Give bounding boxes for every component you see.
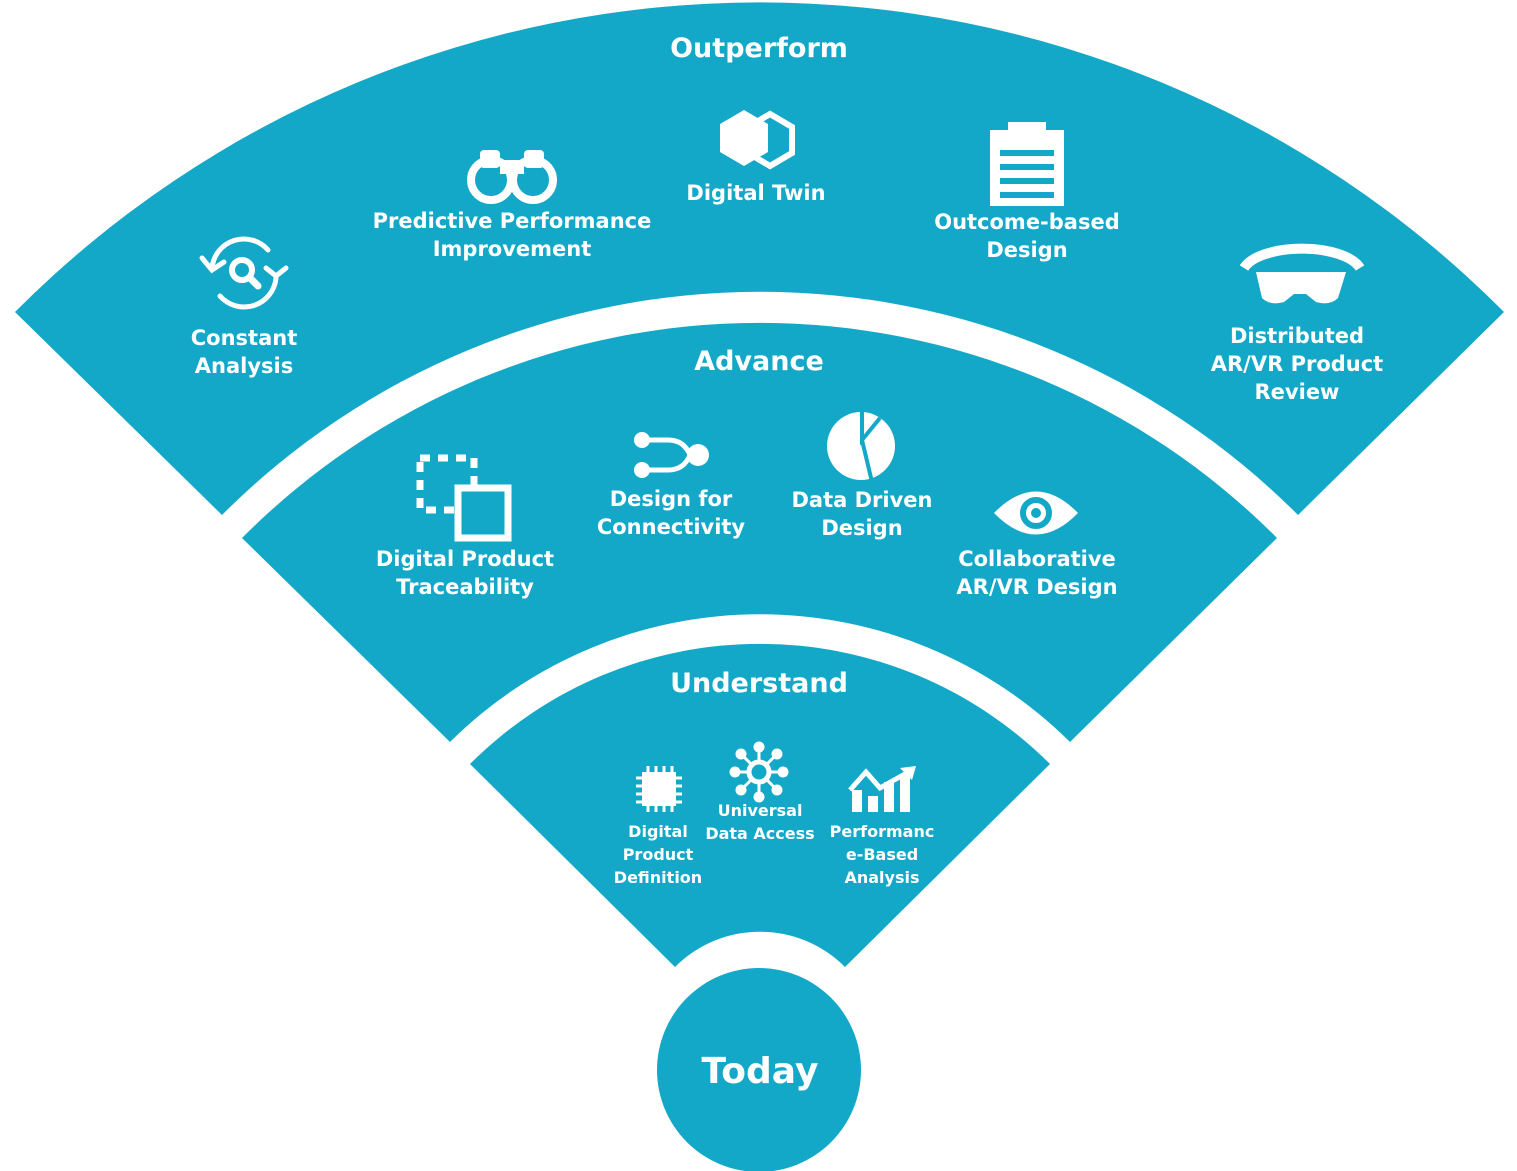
eye-icon — [994, 491, 1078, 535]
item-performance-based-analysis: Performanc e-Based Analysis — [830, 766, 935, 887]
item-data-driven-design: Data Driven Design — [792, 410, 933, 540]
item-label: Predictive Performance — [373, 209, 652, 233]
item-label: Universal — [718, 801, 803, 820]
item-predictive-performance: Predictive Performance Improvement — [373, 150, 652, 261]
traceability-icon — [416, 454, 512, 542]
ring-understand: Understand Digital Product Definition — [470, 643, 1050, 967]
item-label: Definition — [614, 868, 702, 887]
item-digital-product-definition: Digital Product Definition — [614, 766, 702, 887]
item-label: Traceability — [396, 575, 534, 599]
item-label: Digital — [628, 822, 688, 841]
ring-outperform: Outperform Constant Analysis — [15, 2, 1504, 516]
item-universal-data-access: Universal Data Access — [705, 741, 815, 843]
item-label: Review — [1255, 380, 1340, 404]
item-label: Performanc — [830, 822, 935, 841]
item-design-for-connectivity: Design for Connectivity — [597, 432, 746, 539]
item-label: AR/VR Product — [1211, 352, 1383, 376]
item-label: Outcome-based — [934, 210, 1120, 234]
item-label: AR/VR Design — [956, 575, 1117, 599]
item-label: Digital Product — [376, 547, 554, 571]
today-label: Today — [702, 1051, 819, 1092]
ring-title-advance: Advance — [694, 346, 824, 377]
item-collaborative-arvr: Collaborative AR/VR Design — [956, 491, 1118, 599]
item-label: Design — [821, 516, 902, 540]
item-constant-analysis: Constant Analysis — [191, 236, 298, 378]
item-label: Analysis — [195, 354, 293, 378]
today-circle — [657, 968, 861, 1171]
vr-headset-icon — [1239, 243, 1365, 304]
item-label: Data Access — [705, 824, 814, 843]
item-label: Constant — [191, 326, 298, 350]
band-understand — [470, 643, 1050, 967]
item-label: Distributed — [1230, 324, 1364, 348]
clipboard-icon — [990, 122, 1064, 206]
item-label: Design for — [610, 487, 733, 511]
item-label: Data Driven — [792, 488, 933, 512]
item-digital-product-traceability: Digital Product Traceability — [376, 454, 554, 599]
trend-chart-icon — [848, 766, 916, 812]
center-today: Today — [657, 968, 861, 1171]
item-label: Product — [623, 845, 694, 864]
hexagons-icon — [720, 110, 795, 170]
ring-title-understand: Understand — [670, 668, 848, 699]
item-label: Collaborative — [958, 547, 1116, 571]
item-label: Improvement — [433, 237, 592, 261]
binoculars-icon — [467, 150, 557, 204]
connector-icon — [634, 432, 709, 478]
band-advance — [242, 322, 1277, 742]
pie-chart-icon — [827, 410, 895, 483]
item-label: Analysis — [844, 868, 919, 887]
ring-title-outperform: Outperform — [670, 33, 848, 64]
item-label: e-Based — [846, 845, 918, 864]
chip-icon — [636, 766, 682, 812]
band-outperform — [15, 2, 1504, 516]
network-icon — [729, 741, 789, 803]
item-label: Digital Twin — [686, 181, 825, 205]
item-label: Design — [986, 238, 1067, 262]
item-label: Connectivity — [597, 515, 746, 539]
refresh-search-icon — [199, 236, 289, 310]
item-distributed-arvr: Distributed AR/VR Product Review — [1211, 243, 1383, 404]
item-digital-twin: Digital Twin — [686, 110, 826, 205]
item-outcome-based-design: Outcome-based Design — [934, 122, 1120, 262]
ring-advance: Advance Digital Product Traceability Des… — [242, 322, 1277, 742]
